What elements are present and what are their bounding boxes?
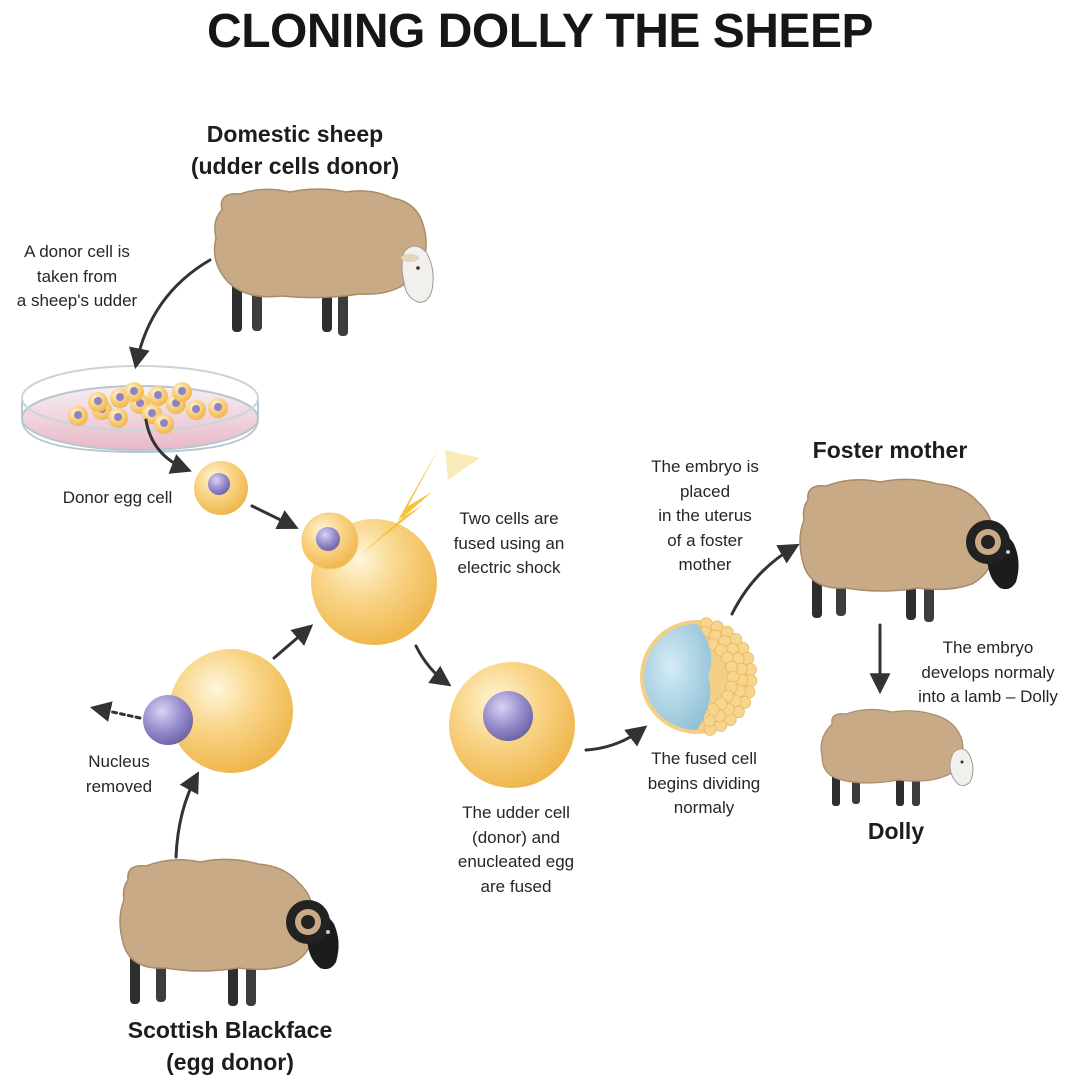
label-donor-egg-cell: Donor egg cell: [62, 488, 173, 507]
arrow-blackface-to-egg: [174, 771, 200, 859]
dish-cell-nucleus: [160, 419, 168, 427]
dish-cell-nucleus: [178, 387, 186, 395]
domestic-sheep-icon: [213, 188, 434, 336]
dish-cell-nucleus: [154, 391, 162, 399]
label-donor-cell-taken: A donor cell is taken from a sheep's udd…: [16, 242, 138, 310]
arrow-dish-to-egg-cell: [144, 418, 192, 474]
arrow-udder-to-embryo: [584, 725, 648, 752]
dish-cell-nucleus: [114, 413, 122, 421]
label-embryo-develops: The embryo develops normaly into a lamb …: [918, 638, 1058, 706]
heading-domestic-sheep: Domestic sheep (udder cells donor): [190, 121, 400, 179]
arrow-sheep-to-dish: [129, 258, 212, 370]
dish-cell-nucleus: [74, 411, 82, 419]
heading-scottish-blackface: Scottish Blackface (egg donor): [127, 1017, 333, 1075]
arrow-egg-to-fused: [250, 504, 299, 530]
fused-cell-icon: [301, 512, 437, 645]
dish-cell-nucleus: [130, 387, 138, 395]
process-arrows: [89, 258, 891, 859]
donor-egg-cell-icon: [194, 461, 248, 515]
arrow-nucleus-removed: [89, 701, 142, 722]
page-title: CLONING DOLLY THE SHEEP: [207, 5, 873, 58]
udder-egg-fused-cell-icon: [449, 662, 575, 788]
dish-cell-nucleus: [214, 403, 222, 411]
foster-mother-sheep-icon: [799, 478, 1019, 622]
label-two-cells-fused: Two cells are fused using an electric sh…: [453, 509, 565, 577]
heading-dolly: Dolly: [867, 818, 925, 844]
scottish-blackface-sheep-icon: [119, 858, 339, 1006]
lightning-bolt-icon: [360, 446, 480, 555]
dish-cell-nucleus: [192, 405, 200, 413]
petri-dish-icon: [21, 365, 259, 454]
label-fused-cell-dividing: The fused cell begins dividing normaly: [647, 749, 761, 817]
heading-foster-mother: Foster mother: [812, 437, 968, 463]
dolly-lamb-icon: [820, 708, 974, 806]
dish-cell-nucleus: [148, 409, 156, 417]
arrow-embryo-to-foster: [730, 543, 800, 616]
label-nucleus-removed: Nucleus removed: [85, 752, 153, 796]
dish-cell-nucleus: [94, 397, 102, 405]
arrow-egg-to-fused-up: [272, 624, 314, 660]
label-embryo-placed: The embryo is placed in the uterus of a …: [651, 457, 759, 574]
label-udder-cell-fused: The udder cell (donor) and enucleated eg…: [457, 803, 575, 896]
egg-cell-icon: [143, 649, 293, 773]
arrow-fused-to-udder-cell: [414, 644, 452, 687]
dish-cell-nucleus: [116, 393, 124, 401]
dividing-embryo-icon: [640, 617, 758, 736]
